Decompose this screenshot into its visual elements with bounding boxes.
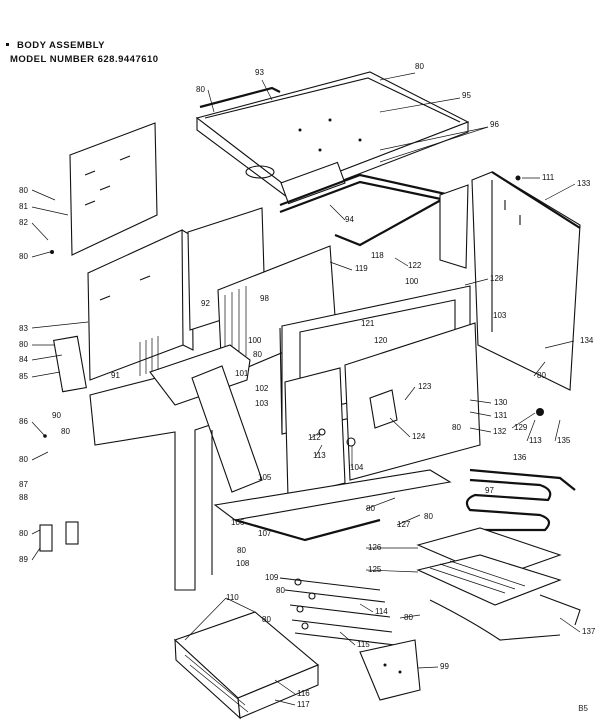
callout-c106: 106	[231, 518, 245, 527]
callout-c108: 108	[236, 559, 250, 568]
callout-c91: 91	[111, 371, 120, 380]
callout-c87: 87	[19, 480, 28, 489]
callout-c85: 85	[19, 372, 28, 381]
main-body-cabinet	[89, 336, 263, 591]
callout-c95: 95	[462, 91, 471, 100]
callout-c88: 88	[19, 493, 28, 502]
callout-c103a: 103	[493, 311, 507, 320]
callout-c109: 109	[265, 573, 279, 582]
callout-c123: 123	[418, 382, 432, 391]
callout-c136: 136	[513, 453, 527, 462]
right-side-panel	[471, 171, 581, 391]
callout-c113b: 113	[313, 451, 326, 460]
callout-c135: 135	[557, 436, 571, 445]
top-panel	[195, 71, 470, 205]
storage-drawer	[173, 611, 320, 720]
callout-c80p: 80	[262, 615, 271, 624]
top-support-frame	[279, 173, 469, 269]
callout-labels: 80 93 80 95 96 111 133 80 81 82 80 94 118 122 119 100 12…	[19, 62, 596, 709]
callout-c102: 102	[255, 384, 269, 393]
callout-c124: 124	[412, 432, 426, 441]
callout-c86: 86	[19, 417, 28, 426]
callout-c113a: 113	[529, 436, 542, 445]
callout-c107: 107	[258, 529, 272, 538]
leader-lines	[31, 72, 581, 706]
callout-c110: 110	[226, 593, 239, 602]
callout-c129: 129	[514, 423, 528, 432]
hardware-items	[39, 175, 544, 552]
callout-c84: 84	[19, 355, 28, 364]
callout-c134: 134	[580, 336, 594, 345]
callout-c111: 111	[542, 173, 555, 182]
callout-c98: 98	[260, 294, 269, 303]
callout-c105: 105	[258, 473, 272, 482]
callout-c94: 94	[345, 215, 354, 224]
page-number: B5	[578, 704, 588, 713]
callout-c92: 92	[201, 299, 210, 308]
callout-c132: 132	[493, 427, 507, 436]
callout-c80c: 80	[19, 186, 28, 195]
callout-c80j: 80	[19, 455, 28, 464]
callout-c137: 137	[582, 627, 596, 636]
callout-c121: 121	[361, 319, 375, 328]
callout-c100b: 100	[248, 336, 262, 345]
callout-c104: 104	[350, 463, 364, 472]
callout-c80b: 80	[415, 62, 424, 71]
callout-c96: 96	[490, 120, 499, 129]
callout-c125: 125	[368, 565, 382, 574]
callout-c80k: 80	[366, 504, 375, 513]
callout-c119: 119	[355, 264, 368, 273]
callout-c130: 130	[494, 398, 508, 407]
callout-c100a: 100	[405, 277, 419, 286]
callout-c122: 122	[408, 261, 422, 270]
callout-c81: 81	[19, 202, 28, 211]
callout-c99: 99	[440, 662, 449, 671]
callout-c80q: 80	[404, 613, 413, 622]
callout-c116: 116	[297, 689, 310, 698]
callout-c120: 120	[374, 336, 388, 345]
callout-c80m: 80	[19, 529, 28, 538]
diagram-title: BODY ASSEMBLY	[17, 40, 105, 51]
callout-c80d: 80	[19, 252, 28, 261]
callout-c83: 83	[19, 324, 28, 333]
callout-c82: 82	[19, 218, 28, 227]
callout-c89: 89	[19, 555, 28, 564]
callout-c80e: 80	[19, 340, 28, 349]
side-body-panel	[53, 229, 194, 393]
header-bullet	[6, 43, 9, 46]
callout-c80o: 80	[276, 586, 285, 595]
oven-front-panel	[284, 367, 346, 498]
callout-c118: 118	[371, 251, 384, 260]
callout-c103b: 103	[255, 399, 269, 408]
callout-c112: 112	[308, 433, 321, 442]
callout-c80h: 80	[452, 423, 461, 432]
callout-c90: 90	[52, 411, 61, 420]
broil-element-wire	[429, 594, 581, 641]
callout-c80g: 80	[537, 371, 546, 380]
model-number: MODEL NUMBER 628.9447610	[10, 54, 159, 65]
broil-element	[465, 468, 576, 532]
callout-c80l: 80	[424, 512, 433, 521]
mounting-bracket	[359, 639, 421, 701]
callout-c80n: 80	[237, 546, 246, 555]
callout-c80f: 80	[253, 350, 262, 359]
callout-c97: 97	[485, 486, 494, 495]
callout-c127: 127	[397, 520, 411, 529]
callout-c131: 131	[494, 411, 508, 420]
callout-c115: 115	[357, 640, 370, 649]
callout-c133: 133	[577, 179, 591, 188]
bottom-base-frame	[213, 469, 452, 542]
left-side-panel	[69, 122, 158, 256]
drawer-slides	[279, 577, 396, 646]
broil-pan	[416, 527, 562, 606]
callout-c114: 114	[375, 607, 388, 616]
callout-c128: 128	[490, 274, 504, 283]
callout-c101: 101	[235, 369, 249, 378]
callout-c80i: 80	[61, 427, 70, 436]
callout-c80a: 80	[196, 85, 205, 94]
callout-c126: 126	[368, 543, 382, 552]
callout-c93: 93	[255, 68, 264, 77]
callout-c117: 117	[297, 700, 310, 709]
